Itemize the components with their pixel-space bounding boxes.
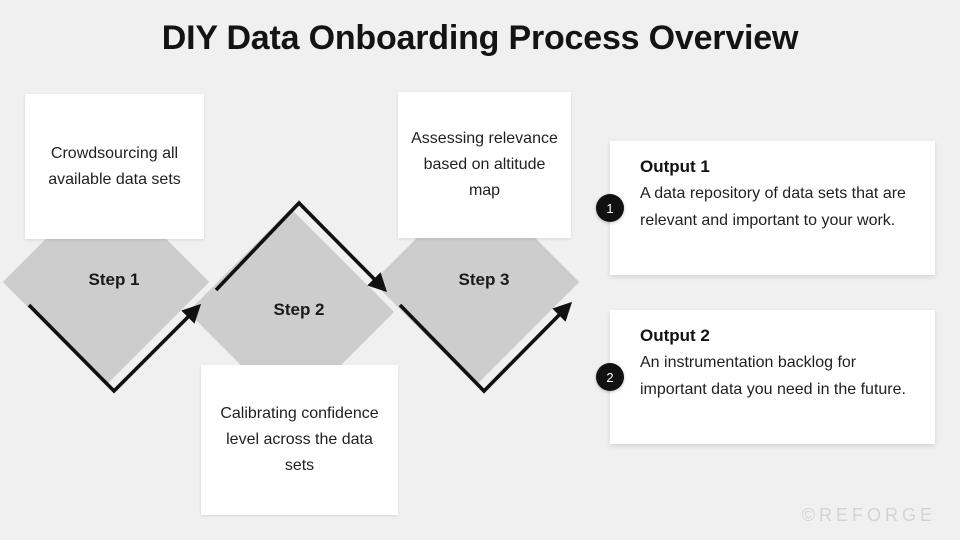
step-card-1[interactable]: Crowdsourcing all available data sets	[25, 94, 204, 239]
reforge-watermark: ©REFORGE	[801, 505, 936, 525]
diamond-label-step-2: Step 2	[273, 300, 325, 319]
output-card-1-description: A data repository of data sets that are …	[640, 185, 906, 229]
output-card-2-description: An instrumentation backlog for important…	[640, 354, 906, 398]
output-badge-2: 2	[596, 363, 624, 391]
output-badge-1-number: 1	[606, 200, 614, 216]
diamond-label-step-3: Step 3	[458, 270, 510, 289]
step-card-2[interactable]: Calibrating confidence level across the …	[201, 365, 398, 515]
output-card-1[interactable]: Output 1 A data repository of data sets …	[610, 141, 935, 275]
step-card-3-text: Assessing relevance based on altitude ma…	[411, 130, 558, 199]
output-card-2-title: Output 2	[640, 326, 710, 345]
page-title: DIY Data Onboarding Process Overview	[161, 19, 799, 57]
output-badge-2-number: 2	[606, 369, 614, 385]
step-card-1-text: Crowdsourcing all available data sets	[48, 144, 181, 188]
diamond-label-step-1: Step 1	[88, 270, 140, 289]
step-card-2-text: Calibrating confidence level across the …	[220, 405, 379, 474]
output-card-2[interactable]: Output 2 An instrumentation backlog for …	[610, 310, 935, 444]
step-card-3[interactable]: Assessing relevance based on altitude ma…	[398, 92, 571, 238]
output-badge-1: 1	[596, 194, 624, 222]
output-card-1-title: Output 1	[640, 157, 710, 176]
